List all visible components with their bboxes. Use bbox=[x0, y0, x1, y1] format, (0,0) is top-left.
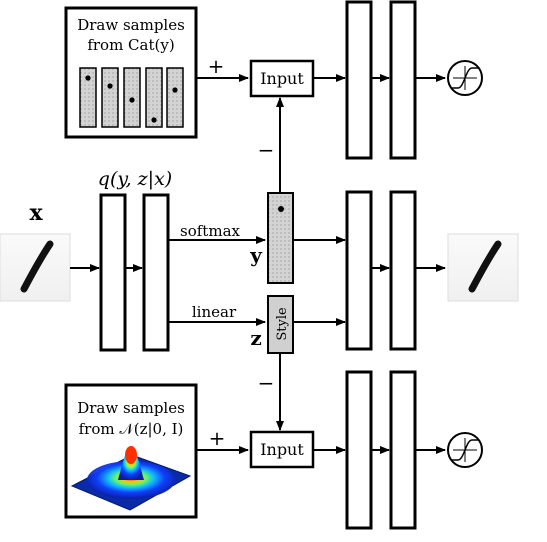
encoder-layer-1 bbox=[99, 193, 127, 352]
decoder-bottom-layer-2 bbox=[389, 370, 417, 530]
z-style-vector: Style bbox=[267, 295, 294, 354]
minus-top: − bbox=[258, 138, 275, 162]
input-top-label: Input bbox=[260, 69, 304, 88]
linear-label: linear bbox=[192, 303, 237, 321]
decoder-top-layer-2 bbox=[389, 0, 417, 160]
top-sample-line1: Draw samples bbox=[77, 16, 185, 34]
bottom-sample-box: Draw samples from 𝒩(z|0, I) bbox=[64, 383, 198, 519]
x-label: x bbox=[29, 200, 43, 226]
input-bottom-label: Input bbox=[260, 440, 304, 459]
top-sample-box: Draw samples from Cat(y) bbox=[64, 6, 198, 139]
softmax-label: softmax bbox=[180, 222, 240, 240]
y-categorical-vector bbox=[267, 192, 294, 284]
y-label: y bbox=[249, 243, 263, 267]
decoder-mid-layer-1 bbox=[345, 190, 373, 351]
reconstructed-digit-image bbox=[447, 233, 519, 302]
decoder-bottom-layer-1 bbox=[345, 370, 373, 530]
bottom-sample-line2: from 𝒩(z|0, I) bbox=[79, 420, 184, 438]
z-label: z bbox=[250, 326, 261, 350]
plus-bottom: + bbox=[209, 426, 226, 450]
categorical-samples-icon bbox=[79, 67, 184, 128]
sigmoid-bottom-icon bbox=[447, 432, 483, 468]
decoder-mid-layer-2 bbox=[389, 190, 417, 351]
encoder-layer-2 bbox=[142, 193, 170, 352]
sigmoid-top-icon bbox=[447, 60, 483, 96]
encoder-label: q(y, z|x) bbox=[98, 168, 172, 190]
input-top-box: Input bbox=[249, 59, 315, 98]
top-sample-line2: from Cat(y) bbox=[87, 36, 174, 54]
minus-bottom: − bbox=[258, 371, 275, 395]
input-bottom-box: Input bbox=[249, 430, 315, 469]
plus-top: + bbox=[208, 54, 225, 78]
bottom-sample-line1: Draw samples bbox=[77, 399, 185, 417]
gaussian-surface-icon bbox=[70, 446, 192, 511]
input-digit-image bbox=[0, 233, 71, 302]
decoder-top-layer-1 bbox=[345, 0, 373, 160]
style-label: Style bbox=[275, 307, 290, 341]
